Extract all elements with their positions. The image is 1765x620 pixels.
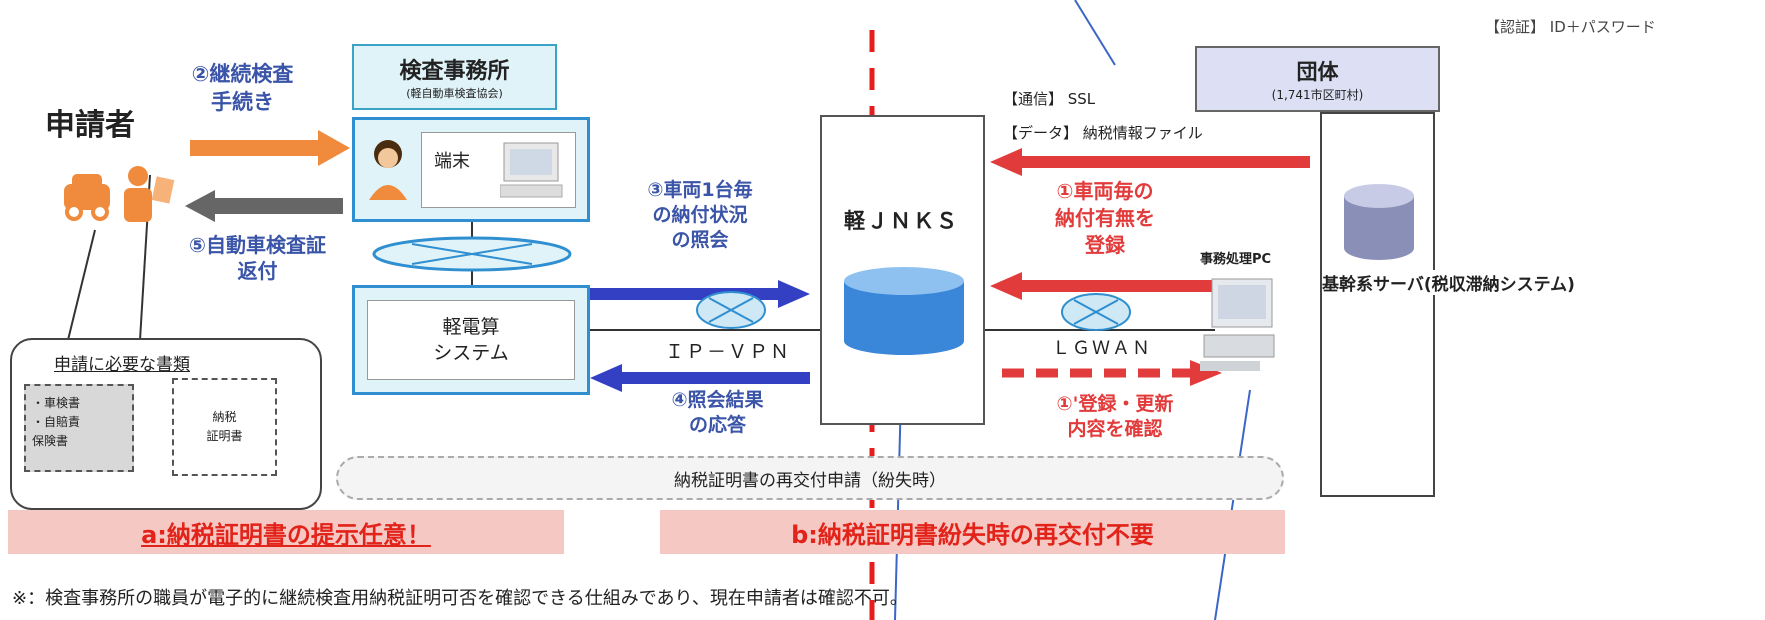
doc-left-1: ・車検書 [32, 396, 81, 410]
doc-card-left: ・車検書 ・自賠責 保険書 [24, 384, 134, 472]
inspection-terminal-box: 端末 [352, 117, 590, 222]
inspection-title: 検査事務所 [399, 59, 510, 84]
step3-line2: の納付状況 [652, 204, 748, 226]
doc-right-2: 証明書 [206, 429, 243, 443]
core-server-label: 基幹系サーバ(税収滞納システム) [1322, 270, 1575, 295]
step4-line1: ④照会結果 [671, 389, 764, 411]
step1-line1: ①車両毎の [1056, 179, 1154, 203]
ipvpn-icon [696, 291, 766, 329]
footnote: ※：検査事務所の職員が電子的に継続検査用納税証明可否を確認できる仕組みであり、現… [12, 588, 908, 609]
inspection-header: 検査事務所 (軽自動車検査協会) [352, 44, 557, 110]
reissue-band: 納税証明書の再交付申請（紛失時） [336, 456, 1284, 500]
doc-right-1: 納税 [212, 410, 237, 424]
step1-arrow-lower [990, 272, 1230, 300]
group-title: 団体 [1296, 59, 1339, 84]
step1-line3: 登録 [1085, 233, 1125, 257]
banner-b-label: b:納税証明書紛失時の再交付不要 [791, 520, 1154, 549]
car-person-icon [64, 166, 175, 222]
nks-box: 軽ＪＮＫＳ [820, 115, 985, 425]
group-body [1320, 112, 1435, 497]
auth-label: 【認証】 ID＋パスワード [1485, 18, 1656, 36]
step5-line1: ⑤自動車検査証 [189, 233, 326, 257]
doc-left-3: 保険書 [32, 434, 69, 448]
inspection-subtitle: (軽自動車検査協会) [406, 87, 503, 100]
doc-card-right: 納税 証明書 [172, 378, 277, 476]
step5-line2: 返付 [237, 259, 278, 283]
group-subtitle: (1,741市区町村) [1271, 87, 1364, 102]
step2-label: ②継続検査 手続き [170, 60, 315, 116]
banner-a-label: a:納税証明書の提示任意！ [141, 520, 431, 549]
terminal-panel: 端末 [421, 132, 576, 208]
step3-label: ③車両1台毎 の納付状況 の照会 [620, 178, 780, 253]
kei-system-box: 軽電算 システム [367, 300, 575, 380]
server-icon [1344, 184, 1414, 260]
step4-arrow [590, 364, 810, 392]
datafile-label: 【データ】 納税情報ファイル [1003, 124, 1203, 142]
step1b-line1: ①'登録・更新 [1056, 393, 1174, 415]
step1-line2: 納付有無を [1055, 206, 1155, 230]
step1b-arrow [1002, 360, 1222, 386]
step4-label: ④照会結果 の応答 [645, 388, 790, 438]
documents-title: 申請に必要な書類 [54, 355, 190, 375]
lgwan-label: ＬＧＷＡＮ [1052, 338, 1152, 359]
group-header: 団体 (1,741市区町村) [1195, 46, 1440, 112]
step1-arrow [990, 148, 1310, 176]
nks-label: 軽ＪＮＫＳ [844, 209, 959, 233]
computer-icon [500, 142, 563, 198]
office-pc-label: 事務処理PC [1200, 252, 1272, 267]
database-icon [844, 267, 964, 355]
doc-left-2: ・自賠責 [32, 415, 81, 429]
terminal-label: 端末 [434, 151, 470, 172]
ipvpn-label: ＩＰ－ＶＰＮ [665, 341, 792, 363]
kei-system-outer: 軽電算 システム [352, 285, 590, 395]
step1b-line2: 内容を確認 [1067, 418, 1163, 440]
step5-label: ⑤自動車検査証 返付 [145, 232, 370, 284]
banner-b: b:納税証明書紛失時の再交付不要 [660, 510, 1285, 554]
staff-icon [369, 140, 407, 200]
step3-line1: ③車両1台毎 [647, 179, 753, 201]
step1-label: ①車両毎の 納付有無を 登録 [1030, 178, 1180, 259]
lgwan-icon [1061, 293, 1131, 331]
step4-line2: の応答 [688, 414, 746, 436]
documents-box: 申請に必要な書類 ・車検書 ・自賠責 保険書 納税 証明書 [10, 338, 322, 510]
kei-system-line1: 軽電算 [442, 316, 500, 338]
step2-line2: 手続き [211, 90, 274, 114]
network-hub-icon [372, 236, 572, 272]
step5-arrow [185, 190, 343, 222]
office-pc-icon [1200, 278, 1275, 371]
comm-label: 【通信】 SSL [1003, 90, 1096, 108]
step2-arrow [190, 130, 350, 166]
applicant-label: 申請者 [45, 108, 135, 143]
kei-system-line2: システム [433, 342, 509, 364]
step3-line3: の照会 [671, 229, 729, 251]
banner-a: a:納税証明書の提示任意！ [8, 510, 564, 554]
step2-line1: ②継続検査 [191, 62, 294, 86]
step1b-label: ①'登録・更新 内容を確認 [1020, 392, 1210, 442]
reissue-label: 納税証明書の再交付申請（紛失時） [674, 470, 946, 491]
